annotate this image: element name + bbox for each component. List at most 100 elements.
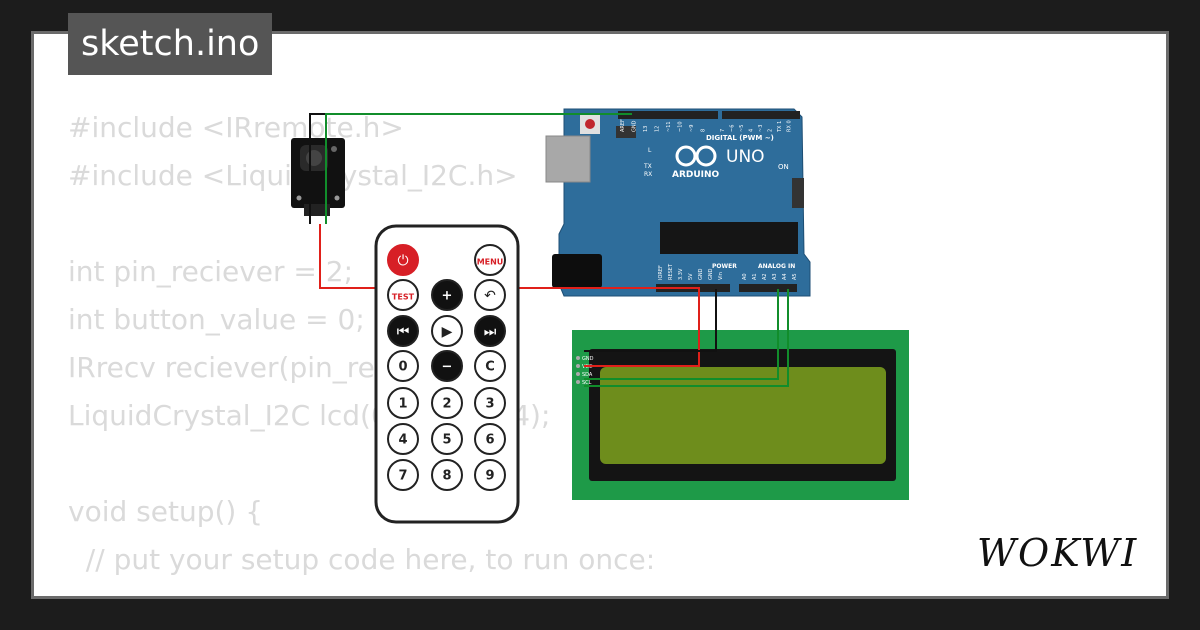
- digital-pin-label: 2: [768, 129, 774, 132]
- digital-pin-label: ~3: [758, 125, 764, 132]
- digital-pin-label: RX 0: [787, 120, 793, 132]
- wokwi-logo: WOKWI: [975, 524, 1155, 580]
- remote-button-power[interactable]: ⏻: [387, 244, 419, 276]
- code-line: int button_value = 0;: [68, 303, 365, 336]
- code-line: int pin_reciever = 2;: [68, 255, 354, 288]
- analog-pin-label: A0: [742, 273, 748, 280]
- remote-button-7[interactable]: 7: [387, 459, 419, 491]
- digital-pin-label: 12: [655, 126, 661, 132]
- remote-button-label: 0: [398, 360, 407, 375]
- remote-button-6[interactable]: 6: [474, 423, 506, 455]
- lcd-pin-label: GND: [582, 356, 594, 362]
- remote-button-0[interactable]: 0: [387, 350, 419, 382]
- play-icon: ▶: [442, 324, 453, 340]
- code-line: #include <LiquidCrystal_I2C.h>: [68, 159, 518, 192]
- digital-pin-label: ~5: [739, 125, 745, 132]
- power-pin-label: GND: [698, 268, 704, 280]
- remote-button-label: 8: [442, 469, 451, 484]
- power-pin-label: Vin: [718, 272, 724, 280]
- remote-button-label: +: [442, 289, 453, 304]
- remote-button-label: C: [485, 360, 495, 375]
- remote-button-[interactable]: −: [431, 350, 463, 382]
- analog-header-label: ANALOG IN: [758, 263, 795, 270]
- wokwi-logo-text: WOKWI: [977, 531, 1138, 575]
- remote-button-label: 6: [485, 433, 494, 448]
- file-tab[interactable]: sketch.ino: [68, 13, 273, 75]
- power-pin-labels: IOREF RESET 3.3V 5V GND GND Vin: [658, 263, 724, 280]
- power-pin-label: GND: [708, 268, 714, 280]
- ir-remote[interactable]: ⏻ MENU TEST + ↶ ⏮ ▶ ⏭ 0 − C 1 2 3 4 5 6 7 8 9: [374, 224, 520, 524]
- remote-button-5[interactable]: 5: [431, 423, 463, 455]
- remote-button-label: MENU: [477, 258, 504, 267]
- preview-card: #include <IRremote.h> #include <LiquidCry…: [34, 34, 1166, 596]
- led-label-tx: TX: [643, 163, 652, 170]
- remote-button-label: −: [442, 360, 453, 375]
- remote-button-play[interactable]: ▶: [431, 315, 463, 347]
- digital-pin-label: 7: [720, 129, 726, 132]
- remote-button-8[interactable]: 8: [431, 459, 463, 491]
- remote-button-back[interactable]: ↶: [474, 279, 506, 311]
- digital-pin-label: ~6: [730, 125, 736, 132]
- lcd-pin-label: SDA: [582, 372, 593, 378]
- digital-pin-label: GND: [632, 120, 638, 132]
- power-pin-label: RESET: [668, 263, 674, 280]
- digital-pin-label: ~11: [666, 121, 672, 132]
- remote-button-prev[interactable]: ⏮: [387, 315, 419, 347]
- code-line: // put your setup code here, to run once…: [68, 543, 656, 576]
- remote-button-[interactable]: +: [431, 279, 463, 311]
- analog-pin-label: A3: [772, 273, 778, 280]
- digital-pin-label: 8: [701, 129, 707, 132]
- code-line: #include <IRremote.h>: [68, 111, 404, 144]
- analog-pin-label: A2: [762, 273, 768, 280]
- digital-pin-label: 4: [749, 129, 755, 132]
- remote-button-test[interactable]: TEST: [387, 279, 419, 311]
- remote-button-2[interactable]: 2: [431, 387, 463, 419]
- remote-button-label: 7: [398, 469, 407, 484]
- code-line: void setup() {: [68, 495, 264, 528]
- power-led-label: ON: [778, 163, 789, 171]
- back-arrow-icon: ↶: [484, 288, 496, 304]
- remote-button-label: 5: [442, 433, 451, 448]
- digital-pin-label: ~10: [678, 121, 684, 132]
- skip-forward-icon: ⏭: [484, 324, 497, 340]
- led-label-l: L: [648, 147, 652, 154]
- digital-pin-label: ~9: [689, 125, 695, 132]
- digital-pin-label: 13: [643, 126, 649, 132]
- analog-pin-label: A5: [792, 273, 798, 280]
- remote-button-label: TEST: [392, 293, 415, 302]
- lcd-pin-label: SCL: [582, 380, 592, 386]
- remote-button-9[interactable]: 9: [474, 459, 506, 491]
- analog-pin-labels: A0 A1 A2 A3 A4 A5: [742, 273, 798, 280]
- digital-pin-label: TX 1: [777, 121, 783, 133]
- remote-button-1[interactable]: 1: [387, 387, 419, 419]
- remote-button-next[interactable]: ⏭: [474, 315, 506, 347]
- ir-receiver-module[interactable]: [291, 138, 345, 216]
- board-model-label: UNO: [726, 147, 765, 167]
- remote-button-menu[interactable]: MENU: [474, 244, 506, 276]
- digital-pin-label: AREF: [620, 119, 626, 132]
- remote-button-3[interactable]: 3: [474, 387, 506, 419]
- power-header-label: POWER: [712, 263, 737, 270]
- remote-button-label: 3: [485, 397, 494, 412]
- analog-pin-label: A1: [752, 273, 758, 280]
- power-pin-label: 5V: [688, 273, 694, 280]
- power-icon: ⏻: [397, 253, 408, 269]
- board-brand-label: ARDUINO: [672, 170, 720, 180]
- power-pin-label: IOREF: [658, 265, 664, 280]
- remote-button-label: 9: [485, 469, 494, 484]
- remote-button-label: 1: [398, 397, 407, 412]
- remote-button-c[interactable]: C: [474, 350, 506, 382]
- analog-pin-label: A4: [782, 273, 788, 280]
- remote-button-label: 2: [442, 397, 451, 412]
- code-line: reciever.enableIRIn();: [68, 584, 655, 596]
- remote-button-4[interactable]: 4: [387, 423, 419, 455]
- skip-back-icon: ⏮: [397, 324, 410, 340]
- circuit-wires: [309, 113, 789, 387]
- arduino-uno-board[interactable]: UNO ARDUINO DIGITAL (PWM ~) ON POWER ANA…: [545, 108, 811, 297]
- digital-header-label: DIGITAL (PWM ~): [706, 134, 774, 142]
- remote-button-label: 4: [398, 433, 407, 448]
- power-pin-label: 3.3V: [678, 268, 684, 280]
